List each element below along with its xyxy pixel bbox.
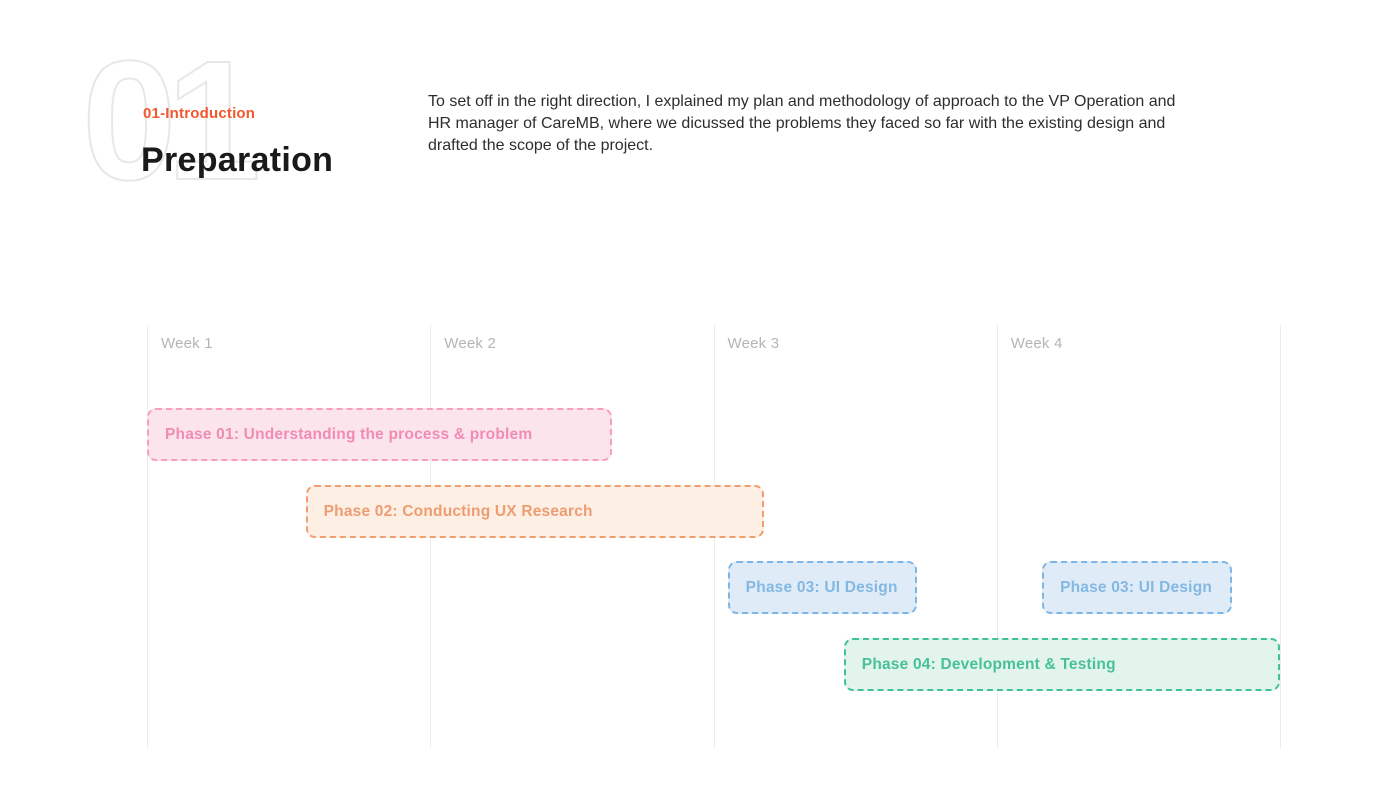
intro-description: To set off in the right direction, I exp… [428, 93, 1176, 154]
phase-bar-01: Phase 01: Understanding the process & pr… [147, 408, 612, 461]
week-label: Week 3 [727, 335, 780, 352]
week-label: Week 1 [161, 335, 213, 352]
page-title: Preparation [141, 141, 334, 179]
week-column-1: Week 1 [147, 325, 430, 748]
project-timeline: Week 1 Week 2 Week 3 Week 4 Phase 01: Un… [147, 325, 1281, 748]
week-column-4: Week 4 [996, 325, 1280, 748]
week-label: Week 2 [444, 335, 497, 352]
section-label: 01-Introduction [143, 105, 256, 122]
phase-bar-04: Phase 04: Development & Testing [843, 638, 1280, 691]
background-section-number: 01 [81, 26, 262, 216]
week-label: Week 4 [1010, 335, 1063, 352]
phase-bar-03-week3: Phase 03: UI Design [727, 561, 918, 614]
phase-bar-02: Phase 02: Conducting UX Research [305, 485, 765, 538]
phase-bar-03-week4: Phase 03: UI Design [1042, 561, 1232, 614]
